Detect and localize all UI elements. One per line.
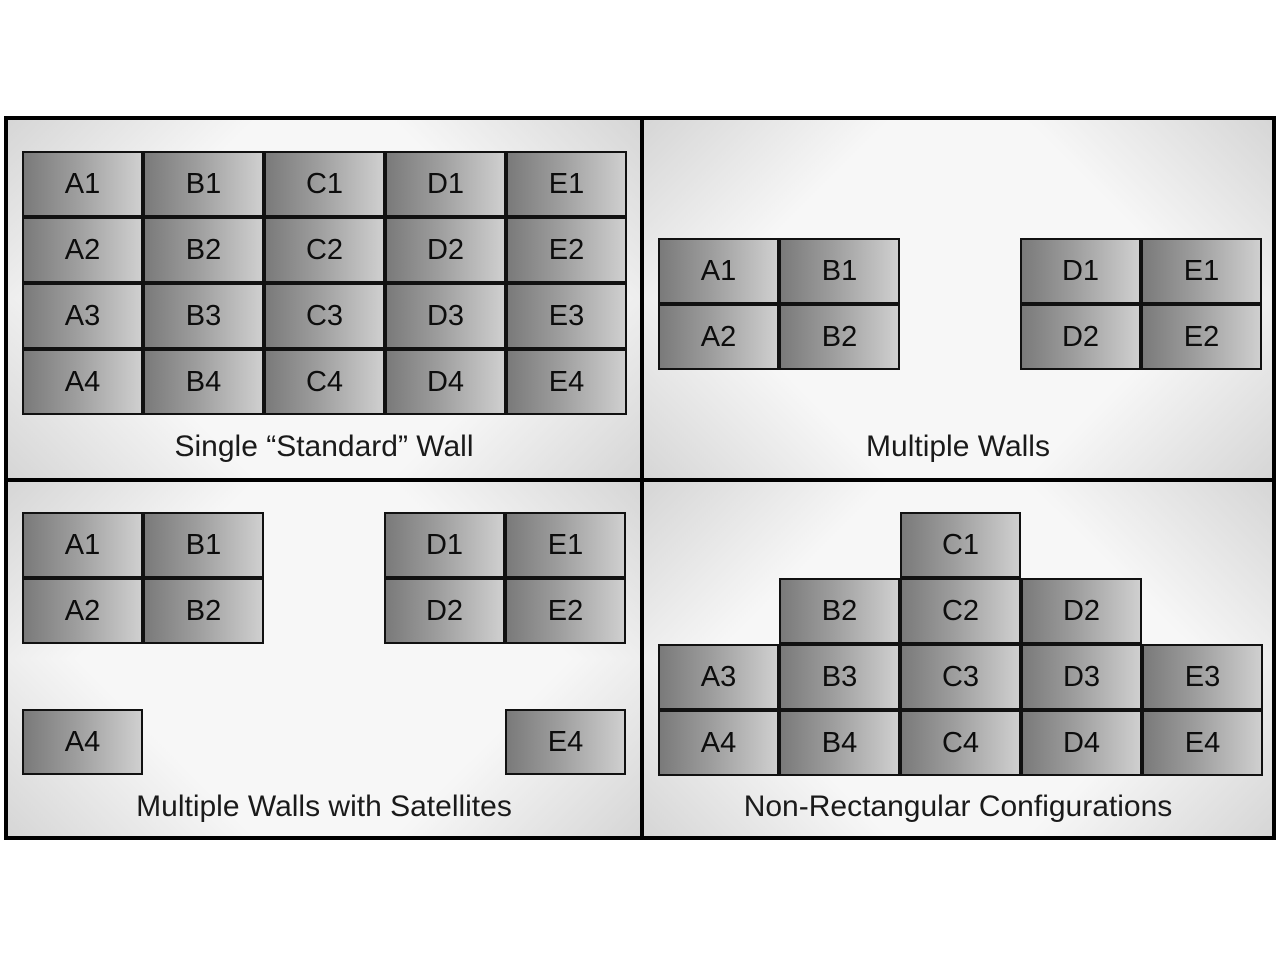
display-tile: D1 [384, 512, 505, 578]
display-tile: E3 [506, 283, 627, 349]
display-tile: A2 [22, 578, 143, 644]
horizontal-divider [8, 478, 1272, 482]
panel-caption: Multiple Walls with Satellites [136, 790, 512, 823]
satellite-display-tile: E4 [505, 709, 626, 775]
display-tile: D3 [385, 283, 506, 349]
display-tile: B4 [779, 710, 900, 776]
non-rectangular-configurations-panel: C1 B2 C2 D2 A3 B3 C3 D3 E3 A4 B4 C4 D4 E… [644, 482, 1272, 836]
display-tile: A4 [658, 710, 779, 776]
display-tile: D2 [1021, 578, 1142, 644]
video-wall-configurations-diagram: A1 B1 C1 D1 E1 A2 B2 C2 D2 E2 A3 B3 C3 D… [4, 116, 1276, 840]
display-tile: A3 [658, 644, 779, 710]
display-tile: D2 [384, 578, 505, 644]
display-tile: E2 [506, 217, 627, 283]
display-tile: C3 [264, 283, 385, 349]
display-tile: C4 [264, 349, 385, 415]
display-tile: B2 [779, 304, 900, 370]
display-tile: A3 [22, 283, 143, 349]
display-tile: C1 [264, 151, 385, 217]
display-tile: A2 [22, 217, 143, 283]
display-tile: B3 [779, 644, 900, 710]
display-tile: B2 [143, 578, 264, 644]
display-tile: B1 [779, 238, 900, 304]
display-tile: C3 [900, 644, 1021, 710]
display-tile: B2 [779, 578, 900, 644]
display-tile: A1 [22, 512, 143, 578]
panel-caption: Non-Rectangular Configurations [743, 790, 1173, 823]
display-tile: D2 [385, 217, 506, 283]
display-tile: B1 [143, 151, 264, 217]
display-tile: D3 [1021, 644, 1142, 710]
display-tile: C2 [900, 578, 1021, 644]
multiple-walls-with-satellites-panel: A1 B1 A2 B2 D1 E1 D2 E2 A4 E4 Multiple W… [8, 482, 640, 836]
display-tile: E2 [505, 578, 626, 644]
display-tile: D1 [1020, 238, 1141, 304]
single-standard-wall-panel: A1 B1 C1 D1 E1 A2 B2 C2 D2 E2 A3 B3 C3 D… [8, 120, 640, 478]
display-tile: E3 [1142, 644, 1263, 710]
display-tile: B3 [143, 283, 264, 349]
display-tile: E1 [506, 151, 627, 217]
panel-caption: Multiple Walls [866, 430, 1050, 463]
display-tile: D1 [385, 151, 506, 217]
display-tile: D4 [1021, 710, 1142, 776]
display-tile: A1 [658, 238, 779, 304]
display-tile: B2 [143, 217, 264, 283]
panel-caption: Single “Standard” Wall [174, 430, 474, 463]
satellite-display-tile: A4 [22, 709, 143, 775]
display-tile: C1 [900, 512, 1021, 578]
display-tile: D2 [1020, 304, 1141, 370]
display-tile: E4 [1142, 710, 1263, 776]
display-tile: E4 [506, 349, 627, 415]
display-tile: B1 [143, 512, 264, 578]
display-tile: C4 [900, 710, 1021, 776]
display-tile: E1 [1141, 238, 1262, 304]
display-tile: A2 [658, 304, 779, 370]
display-tile: C2 [264, 217, 385, 283]
display-tile: E1 [505, 512, 626, 578]
display-tile: A1 [22, 151, 143, 217]
display-tile: B4 [143, 349, 264, 415]
display-tile: D4 [385, 349, 506, 415]
multiple-walls-panel: A1 B1 A2 B2 D1 E1 D2 E2 Multiple Walls [644, 120, 1272, 478]
display-tile: A4 [22, 349, 143, 415]
display-tile: E2 [1141, 304, 1262, 370]
